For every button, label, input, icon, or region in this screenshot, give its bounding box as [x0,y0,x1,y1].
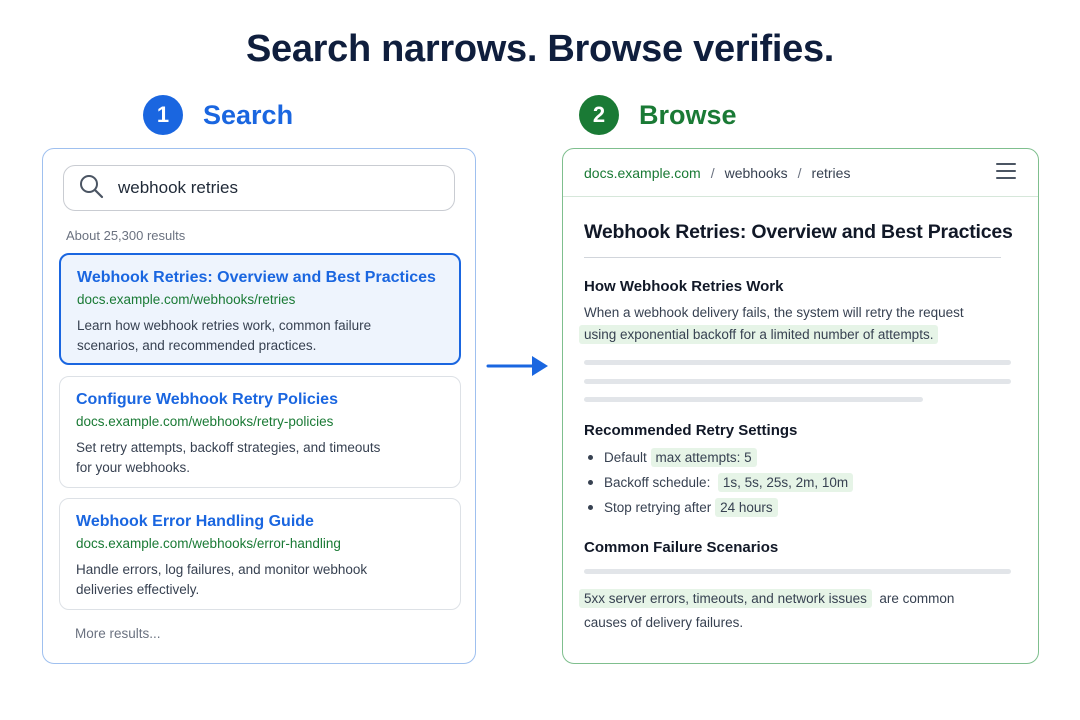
search-panel: webhook retries About 25,300 results Web… [42,148,476,664]
search-icon [78,173,104,204]
result-url: docs.example.com/webhooks/retry-policies [76,414,334,429]
step-number-badge: 1 [143,95,183,135]
step-title: Browse [639,99,737,130]
result-description: Set retry attempts, backoff strategies, … [76,438,444,478]
list-item: Backoff schedule: 1s, 5s, 25s, 2m, 10m [584,470,854,495]
result-description-line: Set retry attempts, backoff strategies, … [76,440,381,455]
section-heading: How Webhook Retries Work [584,278,784,295]
step-browse: 2 Browse [579,95,737,135]
paragraph-line: causes of delivery failures. [584,615,744,630]
paragraph-line: 5xx server errors, timeouts, and network… [579,589,954,609]
list-item: Stop retrying after 24 hours [584,495,853,520]
arrow-right-icon [486,356,548,376]
paragraph-line: using exponential backoff for a limited … [579,325,939,345]
search-input[interactable]: webhook retries [63,165,455,211]
section-heading: Recommended Retry Settings [584,422,798,439]
skeleton-line [584,360,1011,365]
highlighted-text: using exponential backoff for a limited … [579,325,939,344]
result-count: About 25,300 results [66,228,186,243]
list-item: Default max attempts: 5 [584,445,853,470]
title-divider [584,257,1001,258]
skeleton-line [584,569,1011,574]
paragraph-fragment: are common [879,591,955,606]
result-description-line: Handle errors, log failures, and monitor… [76,562,368,577]
page-title: Webhook Retries: Overview and Best Pract… [584,221,1013,243]
step-number-badge: 2 [579,95,619,135]
result-description: Learn how webhook retries work, common f… [77,316,443,356]
highlighted-text: max attempts: 5 [650,448,757,467]
section-heading: Common Failure Scenarios [584,539,779,556]
list-item-label: Default [604,450,647,465]
highlighted-text: 24 hours [715,498,778,517]
result-description-line: for your webhooks. [76,460,191,475]
highlighted-text: 1s, 5s, 25s, 2m, 10m [717,473,854,492]
search-result[interactable]: Webhook Retries: Overview and Best Pract… [59,253,461,365]
search-result[interactable]: Configure Webhook Retry Policies docs.ex… [59,376,461,488]
result-description-line: Learn how webhook retries work, common f… [77,318,372,333]
hamburger-menu-icon[interactable] [996,163,1016,181]
result-description-line: deliveries effectively. [76,582,200,597]
breadcrumb-domain[interactable]: docs.example.com [584,164,701,181]
paragraph-line: When a webhook delivery fails, the syste… [584,305,964,320]
list-item-label: Backoff schedule: [604,475,711,490]
breadcrumb-webhooks[interactable]: webhooks [724,164,788,181]
result-title[interactable]: Configure Webhook Retry Policies [76,391,338,408]
skeleton-line [584,379,1011,384]
result-description-line: scenarios, and recommended practices. [77,338,317,353]
more-results-link[interactable]: More results... [75,626,161,641]
breadcrumb-retries[interactable]: retries [811,164,851,181]
search-query: webhook retries [118,178,239,197]
result-url: docs.example.com/webhooks/retries [77,292,296,307]
result-url: docs.example.com/webhooks/error-handling [76,536,341,551]
breadcrumb: docs.example.com / webhooks / retries [563,149,1038,197]
result-description: Handle errors, log failures, and monitor… [76,560,444,600]
settings-list: Default max attempts: 5 Backoff schedule… [584,445,854,520]
highlighted-text: 5xx server errors, timeouts, and network… [579,589,872,608]
step-title: Search [203,99,294,130]
result-title[interactable]: Webhook Retries: Overview and Best Pract… [77,269,436,286]
search-result[interactable]: Webhook Error Handling Guide docs.exampl… [59,498,461,610]
browse-panel: docs.example.com / webhooks / retries We… [562,148,1039,664]
step-search: 1 Search [143,95,293,135]
result-title[interactable]: Webhook Error Handling Guide [76,513,314,530]
breadcrumb-separator: / [710,164,715,181]
skeleton-line [584,397,923,402]
breadcrumb-separator: / [797,164,802,181]
headline: Search narrows. Browse verifies. [245,28,835,70]
list-item-label: Stop retrying after [604,500,712,515]
